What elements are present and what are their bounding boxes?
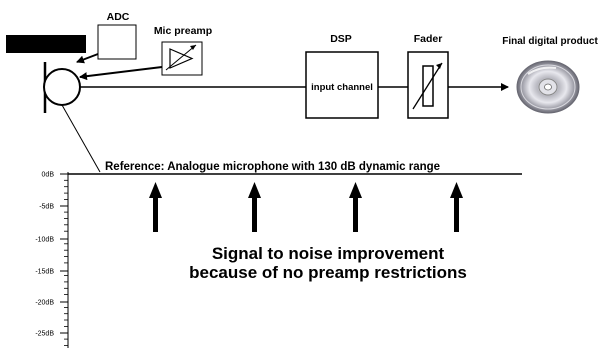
improvement-line-2: because of no preamp restrictions (189, 263, 467, 282)
adc-box (97, 24, 137, 60)
up-arrow-icon (450, 182, 463, 232)
db-tick-5: -5dB (39, 204, 68, 211)
improvement-line-1: Signal to noise improvement (212, 244, 445, 263)
mic-label: AES42 mic. (12, 38, 80, 52)
up-arrow-icon (248, 182, 261, 232)
up-arrow-icon (149, 182, 162, 232)
db-tick-label: -20dB (35, 300, 54, 307)
db-tick-15: -15dB (35, 269, 68, 276)
cd-disc-icon (516, 60, 580, 114)
db-tick-20: -20dB (35, 300, 68, 307)
db-tick-label: -25dB (35, 331, 54, 338)
mic-label-badge: AES42 mic. (6, 35, 86, 53)
reference-pointer-line (61, 104, 101, 173)
db-tick-10: -10dB (35, 237, 68, 244)
db-tick-label: -15dB (35, 269, 54, 276)
preamp-to-mic-arrow (79, 66, 163, 81)
db-tick-25: -25dB (35, 331, 68, 338)
db-tick-label: -10dB (35, 237, 54, 244)
reference-note: Reference: Analogue microphone with 130 … (105, 161, 440, 173)
db-tick-label: -5dB (39, 204, 54, 211)
dsp-box-text: input channel (311, 82, 373, 93)
db-tick-label: 0dB (42, 172, 55, 179)
dsp-label: DSP (330, 33, 352, 45)
preamp-label: Mic preamp (154, 25, 212, 37)
db-tick-0: 0dB (42, 172, 68, 179)
product-label: Final digital product (502, 36, 598, 47)
amplifier-triangle-icon (161, 41, 203, 76)
adc-label: ADC (107, 11, 130, 23)
up-arrow-icon (349, 182, 362, 232)
dsp-box (305, 51, 379, 119)
db-scale-minor-ticks (64, 179, 68, 346)
variable-resistor-icon (407, 51, 449, 119)
adc-to-mic-arrow (76, 53, 99, 64)
fader-label: Fader (414, 33, 443, 45)
